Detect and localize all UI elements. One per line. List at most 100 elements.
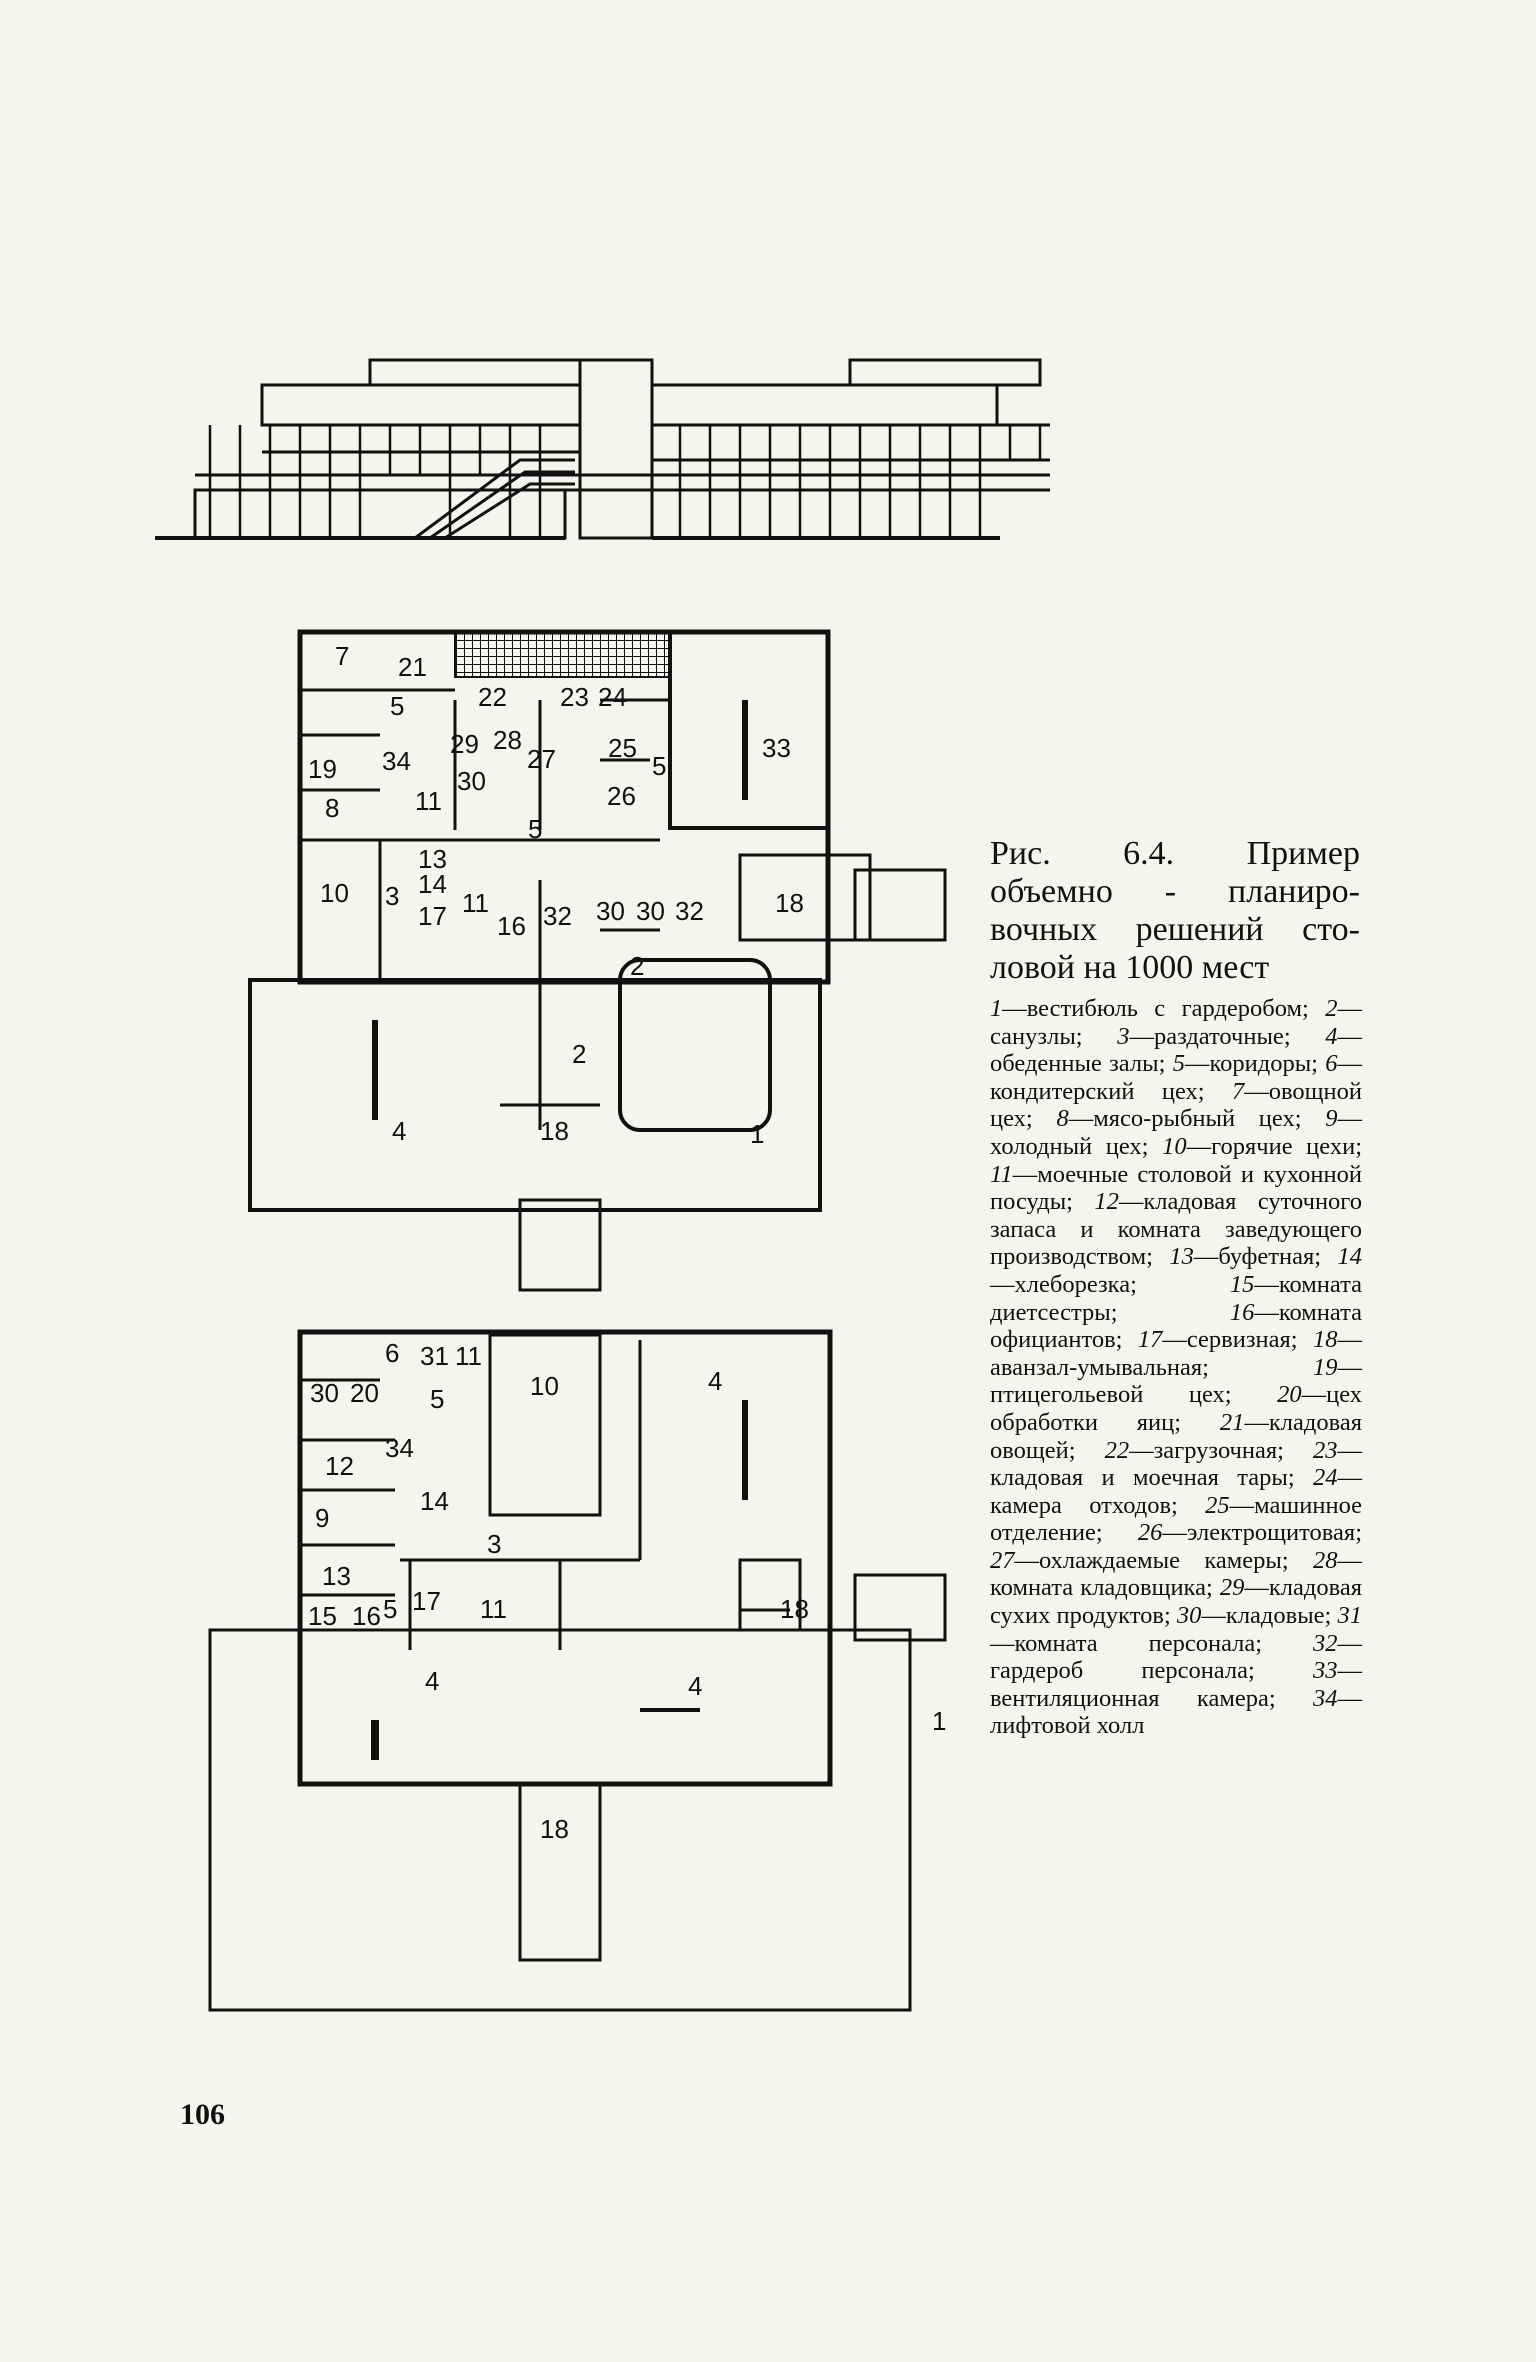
- legend-number: 23: [1313, 1436, 1338, 1464]
- legend-number: 34: [1313, 1684, 1338, 1712]
- legend-text: —хлеборезка: [990, 1270, 1131, 1298]
- legend-item: 19—птицегольевой цех: [990, 1354, 1362, 1409]
- legend-number: 13: [1169, 1243, 1194, 1271]
- legend-item: 21—кладовая овощей: [990, 1409, 1362, 1464]
- legend-number: 32: [1313, 1629, 1338, 1657]
- plan-label: 6: [385, 1338, 399, 1368]
- legend-number: 29: [1219, 1574, 1245, 1602]
- legend-number: 14: [1337, 1243, 1363, 1271]
- plan-label: 5: [652, 751, 666, 781]
- plan-label: 11: [462, 888, 489, 918]
- plan-label: 1: [750, 1119, 764, 1149]
- legend-text: —овощной цех: [990, 1077, 1362, 1133]
- legend-item: 4—обеденные залы: [990, 1023, 1362, 1078]
- plan-label: 15: [308, 1601, 337, 1631]
- plan-number-labels: 7 21 5 22 23 24 34 29 28 19 25 33 5 27 3…: [308, 641, 946, 1844]
- ground-floor-plan: [248, 629, 947, 1292]
- legend-text: —холодный цех: [990, 1105, 1362, 1160]
- legend-text: —кондитерский цех: [990, 1050, 1363, 1105]
- plan-label: 21: [398, 652, 427, 682]
- plan-label: 14: [420, 1486, 449, 1516]
- legend-text: —машинное отделение: [990, 1491, 1362, 1547]
- plan-label: 11: [415, 786, 442, 816]
- legend-number: 16: [1229, 1298, 1255, 1326]
- plan-label: 5: [430, 1384, 444, 1414]
- plan-label: 33: [762, 733, 791, 763]
- plan-label: 30: [636, 896, 665, 926]
- legend-number: 31: [1337, 1602, 1363, 1630]
- legend-text: —камера отходов: [990, 1464, 1363, 1519]
- legend-number: 8: [1056, 1105, 1069, 1133]
- plan-label: 10: [320, 878, 349, 908]
- plan-label: 24: [598, 682, 627, 712]
- plan-label: 17: [418, 901, 447, 931]
- upper-floor-plan: [208, 1329, 947, 2012]
- legend-item: 16—комната официантов: [990, 1299, 1362, 1354]
- plan-label: 10: [530, 1371, 559, 1401]
- plan-label: 4: [708, 1366, 722, 1396]
- plan-label: 3: [385, 881, 399, 911]
- legend-number: 3: [1117, 1022, 1130, 1050]
- legend-item: 25—машинное отделение: [990, 1492, 1362, 1547]
- plan-label: 8: [325, 793, 339, 823]
- plan-label: 7: [335, 641, 349, 671]
- plan-label: 18: [540, 1116, 569, 1146]
- plan-label: 18: [775, 888, 804, 918]
- legend-number: 2: [1325, 995, 1338, 1022]
- plan-label: 19: [308, 754, 337, 784]
- plan-label: 13: [322, 1561, 351, 1591]
- legend-number: 7: [1232, 1077, 1245, 1105]
- legend-number: 26: [1137, 1519, 1163, 1547]
- legend-number: 1: [990, 995, 1003, 1022]
- plan-label: 13: [418, 844, 447, 874]
- legend-item: 23—кладовая и моечная тары: [990, 1437, 1362, 1492]
- plan-label: 34: [382, 746, 411, 776]
- legend-number: 24: [1313, 1464, 1338, 1492]
- plan-label: 17: [412, 1586, 441, 1616]
- legend-item: 8—мясо-рыбный цех: [1056, 1105, 1294, 1132]
- legend-number: 5: [1172, 1050, 1185, 1078]
- figure-caption-title: Рис. 6.4. Пример объемно - планиро- вочн…: [990, 835, 1360, 987]
- figure-legend: 1—вестибюль с гардеробом; 2—санузлы; 3—р…: [990, 995, 1363, 1740]
- plan-label: 4: [392, 1116, 406, 1146]
- plan-label: 11: [480, 1594, 507, 1624]
- legend-text: —обеденные залы: [990, 1022, 1362, 1078]
- legend-text: —сервизная: [1162, 1326, 1291, 1354]
- legend-text: —цех обработки яиц: [990, 1381, 1362, 1436]
- legend-text: —лифтовой холл: [990, 1684, 1362, 1740]
- plan-label: 31: [420, 1341, 449, 1371]
- caption-title-line: Рис. 6.4. Пример: [990, 835, 1360, 872]
- legend-number: 28: [1313, 1546, 1338, 1574]
- legend-text: —раздаточные: [1129, 1022, 1284, 1050]
- legend-item: 20—цех обработки яиц: [990, 1381, 1362, 1436]
- plan-label: 25: [608, 733, 637, 763]
- legend-text: —кладовая суточного запаса и комната зав…: [990, 1188, 1362, 1271]
- legend-item: 14 —хлеборезка: [990, 1243, 1362, 1298]
- plan-label: 16: [352, 1601, 381, 1631]
- plan-label: 11: [455, 1341, 482, 1371]
- legend-number: 17: [1137, 1326, 1163, 1354]
- legend-item: 11—моечные столовой и кухонной посуды: [990, 1161, 1362, 1216]
- plan-label: 22: [478, 682, 507, 712]
- plan-label: 3: [487, 1529, 501, 1559]
- legend-item: 27—охлаждаемые камеры: [990, 1547, 1282, 1574]
- plan-label: 12: [325, 1451, 354, 1481]
- legend-text: —буфетная: [1193, 1243, 1315, 1271]
- plan-label: 14: [418, 869, 447, 899]
- legend-number: 18: [1313, 1326, 1338, 1354]
- plan-label: 27: [527, 744, 556, 774]
- legend-text: —электрощитовая: [1162, 1519, 1356, 1547]
- legend-number: 19: [1313, 1353, 1338, 1381]
- legend-text: —кладовая овощей: [990, 1408, 1362, 1464]
- caption-title-line: ловой на 1000 мест: [990, 949, 1270, 986]
- legend-text: —коридоры: [1184, 1050, 1312, 1078]
- legend-number: 27: [990, 1546, 1015, 1574]
- legend-number: 12: [1094, 1188, 1119, 1216]
- plan-label: 23: [560, 682, 589, 712]
- legend-number: 25: [1205, 1491, 1230, 1519]
- legend-number: 15: [1229, 1270, 1255, 1298]
- legend-text: —гардероб персонала: [990, 1629, 1362, 1685]
- plan-label: 30: [457, 766, 486, 796]
- legend-text: —санузлы: [990, 995, 1362, 1050]
